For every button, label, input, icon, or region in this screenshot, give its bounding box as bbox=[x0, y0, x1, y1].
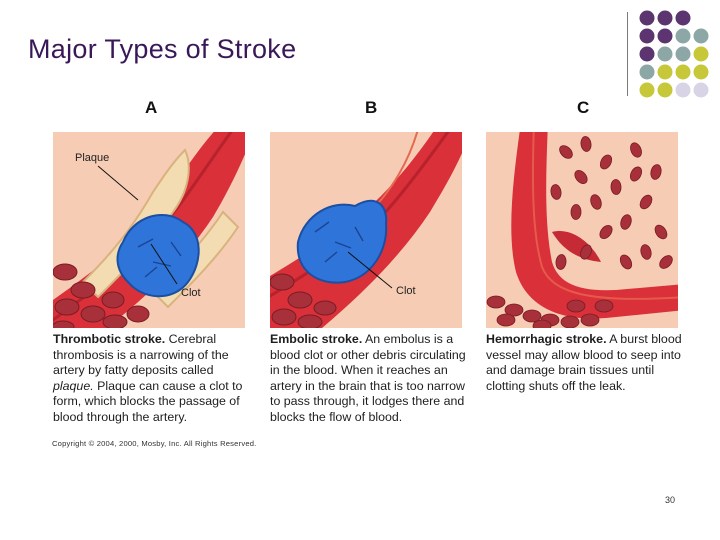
blood-cell bbox=[559, 145, 573, 159]
decorative-dot bbox=[639, 28, 655, 44]
caption-text-embolic: An embolus is a blood clot or other debr… bbox=[270, 332, 466, 424]
decorative-dot bbox=[693, 46, 709, 62]
decorative-divider bbox=[627, 12, 628, 96]
blood-cell bbox=[590, 194, 602, 210]
blood-cell bbox=[522, 309, 542, 323]
blood-cell bbox=[594, 299, 614, 313]
blood-cell bbox=[599, 154, 613, 170]
caption-title-thrombotic: Thrombotic stroke. bbox=[53, 332, 166, 346]
decorative-dot bbox=[657, 10, 673, 26]
decorative-dot bbox=[693, 64, 709, 80]
blood-cell bbox=[532, 319, 552, 328]
decorative-dot bbox=[693, 28, 709, 44]
thrombotic-stroke-illustration: Plaque Clot bbox=[53, 132, 245, 328]
decorative-dot bbox=[675, 10, 691, 26]
hemorrhagic-stroke-illustration bbox=[486, 132, 678, 328]
blood-cell bbox=[650, 164, 662, 180]
caption-hemorrhagic: Hemorrhagic stroke. A burst blood vessel… bbox=[486, 332, 686, 394]
decorative-dot bbox=[657, 46, 673, 62]
caption-title-embolic: Embolic stroke. bbox=[270, 332, 363, 346]
blood-cell bbox=[496, 313, 516, 327]
decorative-dot bbox=[675, 64, 691, 80]
blood-cell bbox=[574, 170, 588, 184]
decorative-dot bbox=[639, 64, 655, 80]
decorative-dot bbox=[639, 46, 655, 62]
plaque-label: Plaque bbox=[75, 152, 109, 164]
decorative-dot bbox=[657, 82, 673, 98]
blood-cell bbox=[550, 184, 562, 200]
blood-cell bbox=[654, 224, 668, 240]
decorative-dot-grid bbox=[639, 10, 709, 98]
caption-thrombotic: Thrombotic stroke. Cerebral thrombosis i… bbox=[53, 332, 251, 426]
blood-cell bbox=[486, 295, 506, 309]
copyright-notice: Copyright © 2004, 2000, Mosby, Inc. All … bbox=[52, 439, 257, 448]
blood-cell bbox=[566, 299, 586, 313]
decorative-dot bbox=[657, 64, 673, 80]
decorative-dot bbox=[639, 82, 655, 98]
blood-cell bbox=[619, 254, 633, 270]
blood-cell bbox=[629, 166, 643, 182]
blood-cell bbox=[570, 204, 582, 220]
caption-text-thrombotic: Cerebral thrombosis is a narrowing of th… bbox=[53, 332, 229, 378]
decorative-dot bbox=[675, 82, 691, 98]
decorative-dot bbox=[675, 46, 691, 62]
caption-italic-plaque: plaque. bbox=[53, 378, 94, 393]
panel-letter-c: C bbox=[577, 98, 590, 117]
decorative-dot bbox=[639, 10, 655, 26]
blood-cell bbox=[580, 244, 592, 260]
blood-cell bbox=[639, 194, 653, 210]
blood-cell bbox=[640, 244, 652, 260]
blood-cell bbox=[555, 254, 567, 270]
caption-title-hemorrhagic: Hemorrhagic stroke. bbox=[486, 332, 607, 346]
embolic-stroke-illustration: Clot bbox=[270, 132, 462, 328]
blood-cell bbox=[599, 224, 613, 240]
panel-letter-b: B bbox=[365, 98, 378, 117]
caption-text-thrombotic-end: Plaque can cause a clot to form, which b… bbox=[53, 378, 243, 424]
blood-cell bbox=[560, 315, 580, 328]
decorative-dot bbox=[693, 82, 709, 98]
clot-label-a: Clot bbox=[181, 287, 201, 299]
caption-text-hemorrhagic: A burst blood vessel may allow blood to … bbox=[486, 332, 682, 393]
blood-cell bbox=[620, 214, 632, 230]
decorative-dot bbox=[657, 28, 673, 44]
slide-title: Major Types of Stroke bbox=[28, 34, 297, 64]
blood-cell bbox=[610, 179, 622, 195]
page-number: 30 bbox=[665, 495, 676, 505]
blood-cell bbox=[659, 255, 673, 269]
blood-cell bbox=[630, 142, 642, 158]
blood-cell bbox=[504, 303, 524, 317]
blood-cell bbox=[580, 136, 592, 152]
panel-letter-a: A bbox=[145, 98, 158, 117]
clot-label-b: Clot bbox=[396, 285, 416, 297]
blood-cell bbox=[580, 313, 600, 327]
decorative-dot bbox=[675, 28, 691, 44]
caption-embolic: Embolic stroke. An embolus is a blood cl… bbox=[270, 332, 468, 426]
